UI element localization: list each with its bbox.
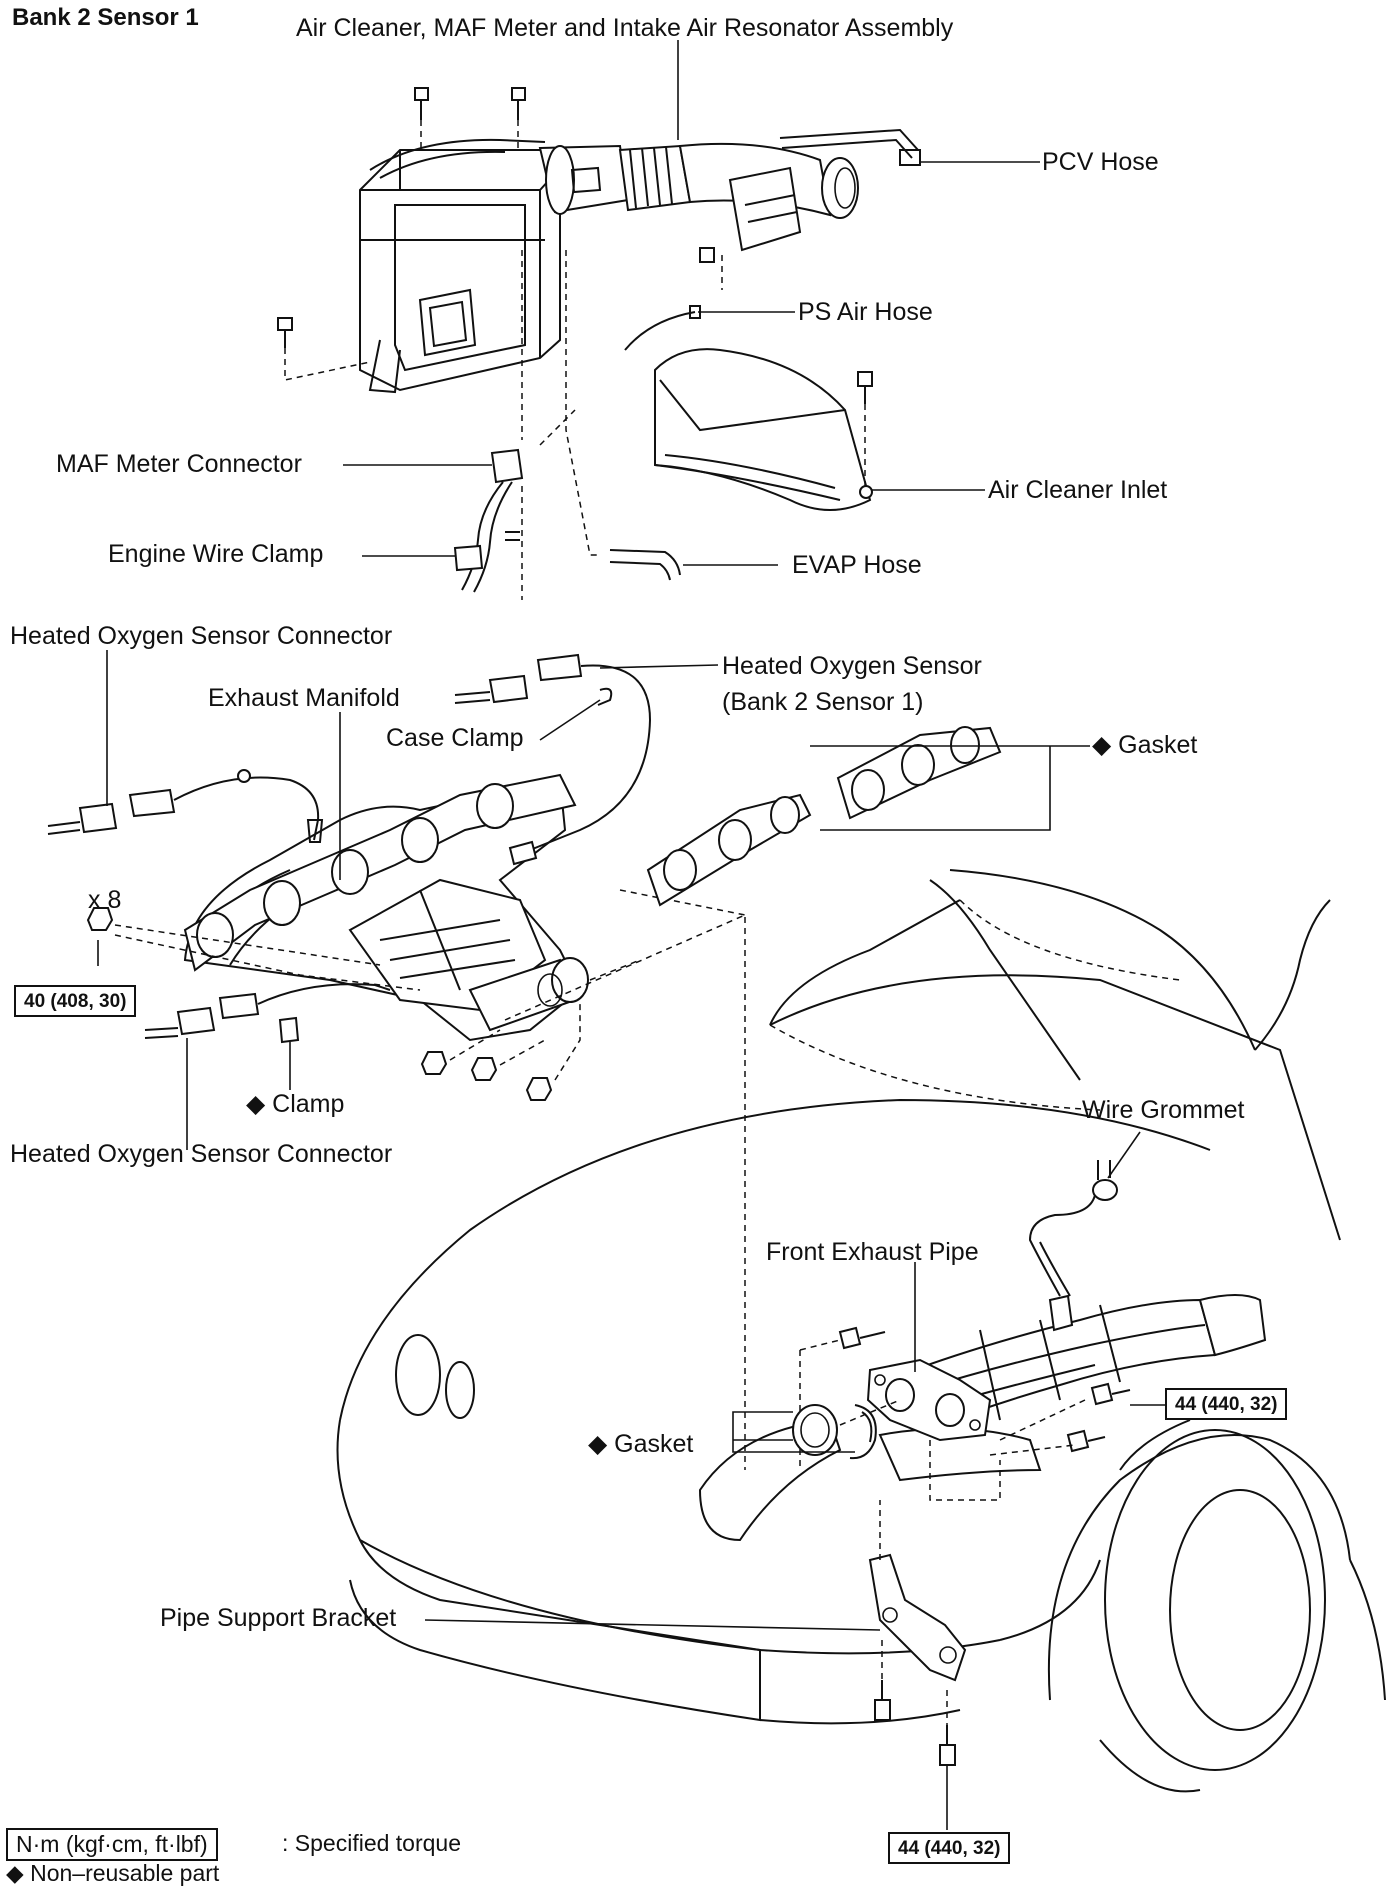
diagram-title: Bank 2 Sensor 1 bbox=[12, 4, 199, 31]
exhaust-manifold-drawing bbox=[47, 653, 1002, 1470]
legend-torque-box: N·m (kgf·cm, ft·lbf) bbox=[6, 1828, 218, 1861]
label-ho2s-connector-top: Heated Oxygen Sensor Connector bbox=[10, 622, 393, 650]
legend-non-reusable: ◆ Non–reusable part bbox=[6, 1860, 220, 1886]
label-maf-meter-connector: MAF Meter Connector bbox=[56, 450, 302, 478]
label-ps-air-hose: PS Air Hose bbox=[798, 298, 933, 326]
ps-air-hose-drawing bbox=[624, 305, 701, 351]
legend-torque-description: : Specified torque bbox=[282, 1830, 462, 1856]
torque-manifold-nuts: 40 (408, 30) bbox=[14, 985, 137, 1017]
label-air-cleaner-inlet: Air Cleaner Inlet bbox=[988, 476, 1168, 504]
torque-exhaust-pipe-bolts: 44 (440, 32) bbox=[1165, 1388, 1288, 1420]
label-x8: x 8 bbox=[88, 886, 122, 914]
label-pipe-support-bracket: Pipe Support Bracket bbox=[160, 1604, 397, 1632]
air-cleaner-assembly-drawing bbox=[277, 87, 921, 394]
label-ho2s-connector-bottom: Heated Oxygen Sensor Connector bbox=[10, 1140, 393, 1168]
label-air-cleaner-assembly: Air Cleaner, MAF Meter and Intake Air Re… bbox=[296, 14, 954, 42]
label-exhaust-manifold: Exhaust Manifold bbox=[208, 684, 400, 712]
label-gasket-upper: ◆ Gasket bbox=[1092, 731, 1198, 759]
label-gasket-lower: ◆ Gasket bbox=[588, 1430, 694, 1458]
air-cleaner-inlet-drawing bbox=[654, 348, 873, 511]
front-exhaust-pipe-drawing bbox=[792, 1160, 1267, 1766]
label-heated-oxygen-sensor: Heated Oxygen Sensor bbox=[722, 652, 982, 680]
label-heated-oxygen-sensor-sub: (Bank 2 Sensor 1) bbox=[722, 688, 924, 716]
label-front-exhaust-pipe: Front Exhaust Pipe bbox=[766, 1238, 979, 1266]
label-engine-wire-clamp: Engine Wire Clamp bbox=[108, 540, 324, 568]
leader-lines bbox=[97, 40, 1165, 1830]
vehicle-body-drawing bbox=[336, 869, 1386, 1793]
label-clamp: ◆ Clamp bbox=[246, 1090, 345, 1118]
maf-connector-drawing bbox=[453, 250, 681, 600]
label-evap-hose: EVAP Hose bbox=[792, 551, 922, 579]
label-case-clamp: Case Clamp bbox=[386, 724, 524, 752]
label-pcv-hose: PCV Hose bbox=[1042, 148, 1159, 176]
torque-bracket-bolt: 44 (440, 32) bbox=[888, 1832, 1011, 1864]
label-wire-grommet: Wire Grommet bbox=[1082, 1096, 1245, 1124]
